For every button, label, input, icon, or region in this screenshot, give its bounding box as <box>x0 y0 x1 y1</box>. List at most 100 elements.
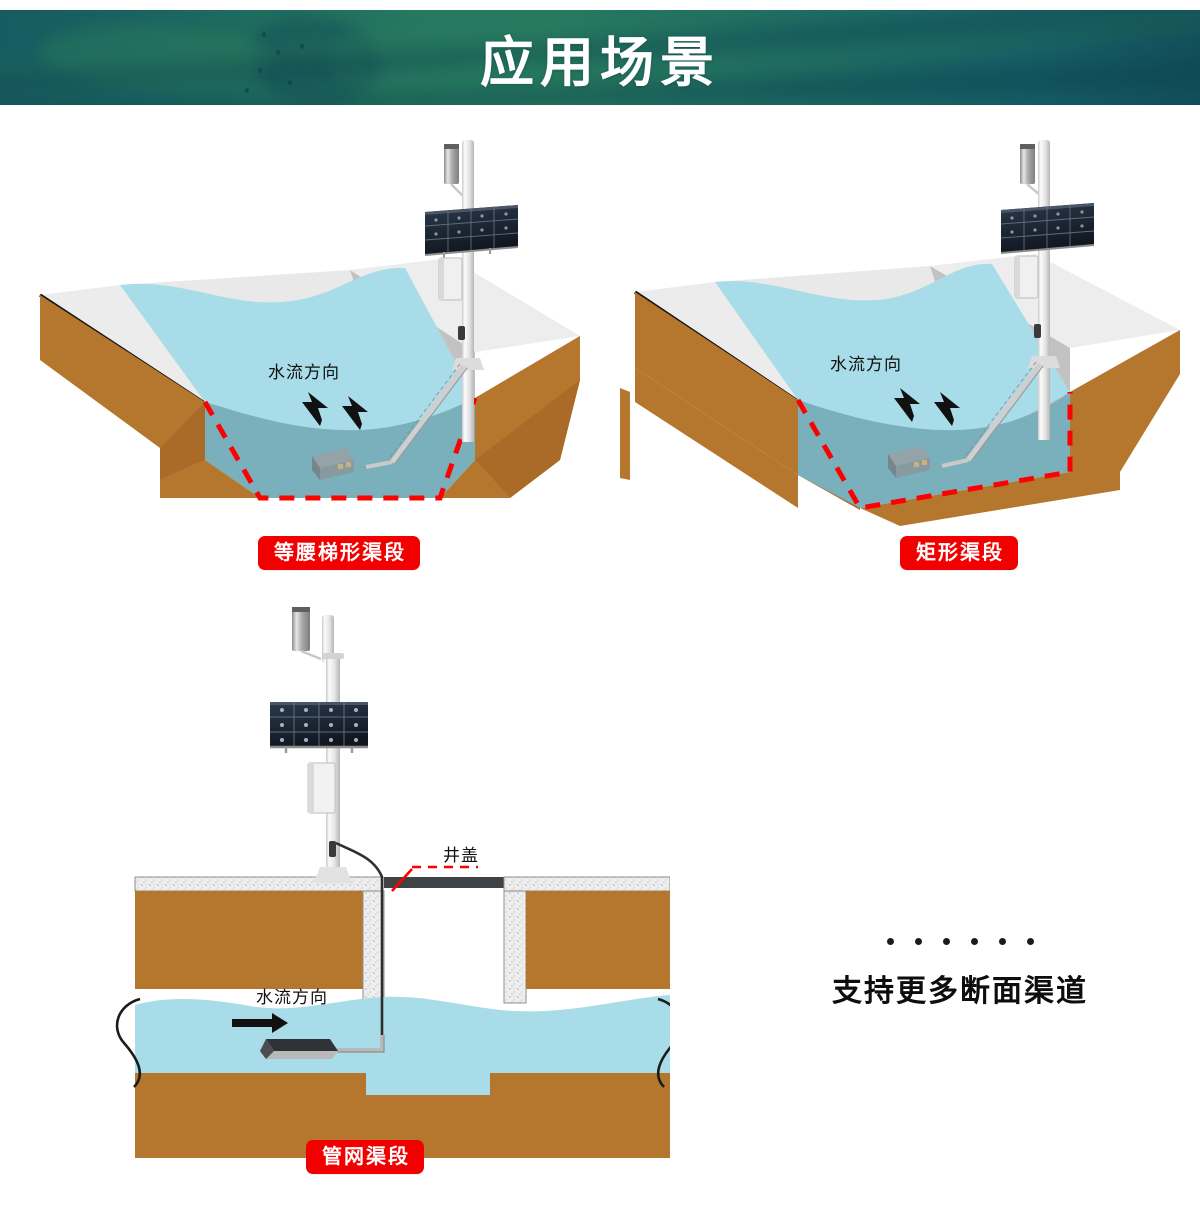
monitoring-station <box>888 140 1095 478</box>
left-earth-block <box>135 891 363 989</box>
antenna-cap <box>292 607 310 612</box>
right-ground-slab <box>503 876 670 892</box>
badge-rectangular-channel: 矩形渠段 <box>900 536 1018 570</box>
dot <box>886 938 894 945</box>
break-curl-left <box>115 997 142 1088</box>
banner-speck <box>288 80 292 85</box>
antenna-cap <box>444 144 459 149</box>
control-box-side <box>308 763 314 813</box>
page-title: 应用场景 <box>480 31 720 94</box>
badge-pipe-network-channel: 管网渠段 <box>306 1140 424 1174</box>
sensor-arm-edge <box>394 367 468 465</box>
right-earth-bottom <box>475 380 580 498</box>
water-surface <box>715 263 1070 454</box>
section-outline-dashed <box>202 397 478 501</box>
pole-main <box>1038 192 1050 440</box>
cover-leader-line <box>391 868 413 892</box>
manhole-cover-label: 井盖 <box>443 846 479 866</box>
cable-clip <box>1034 324 1041 338</box>
antenna-icon <box>292 607 310 651</box>
earth-edge-stub <box>620 388 630 480</box>
antenna-icon <box>1020 144 1035 184</box>
pole-upper <box>462 140 474 198</box>
cable-clip <box>458 326 465 340</box>
more-sections-note: 支持更多断面渠道 <box>770 920 1150 1050</box>
scene-rectangular-channel <box>620 130 1180 580</box>
sensor-arm-foot <box>941 458 969 468</box>
dot <box>942 938 950 945</box>
pole-base <box>452 358 484 370</box>
underwater-sensor <box>312 448 354 480</box>
monitoring-station <box>312 140 519 480</box>
flow-arrow <box>342 396 368 430</box>
pole-main <box>462 192 474 442</box>
flow-direction-label: 水流方向 <box>256 988 328 1008</box>
left-earth-face <box>40 295 205 480</box>
banner-texture-patch <box>330 30 450 100</box>
banner-speck <box>262 32 266 37</box>
pole-collar <box>322 653 344 659</box>
control-box-side <box>1015 256 1020 298</box>
dot <box>998 938 1006 945</box>
banner-texture <box>0 10 1200 105</box>
control-box-side <box>439 258 444 300</box>
cable-clip <box>329 841 336 857</box>
underwater-sensor <box>888 446 930 478</box>
banner-speck <box>276 50 280 55</box>
sensor-cable <box>335 841 384 1035</box>
sensor-arm-guide <box>387 363 461 461</box>
page-banner: 应用场景 <box>0 10 1200 105</box>
ellipsis-dots <box>770 938 1150 945</box>
flow-arrow <box>302 392 328 426</box>
badge-trapezoid-channel: 等腰梯形渠段 <box>258 536 420 570</box>
pole-upper <box>322 615 334 663</box>
solar-panel <box>1000 203 1095 254</box>
left-earth-corner <box>160 402 205 480</box>
more-sections-text: 支持更多断面渠道 <box>832 974 1088 1009</box>
right-earth-front <box>860 472 1120 526</box>
right-earth-block <box>526 891 670 989</box>
bottom-earth-right <box>490 1073 670 1158</box>
flow-arrow <box>894 388 920 422</box>
pole-base <box>1028 356 1060 368</box>
banner-texture-patch <box>40 26 270 88</box>
antenna-icon <box>444 144 459 184</box>
pole-base <box>314 867 352 883</box>
water-surface <box>120 267 475 460</box>
sensor-arm <box>332 1035 384 1052</box>
break-curl-right <box>656 997 670 1088</box>
dot <box>914 938 922 945</box>
banner-texture-patch <box>250 18 380 105</box>
antenna-cap <box>1020 144 1035 149</box>
flow-arrow <box>232 1013 288 1033</box>
trapezoid-channel-illustration <box>39 140 580 501</box>
sensor-arm-foot <box>365 460 393 469</box>
flow-direction-label: 水流方向 <box>268 363 340 383</box>
water-cross-section <box>205 398 475 498</box>
right-earth-wedge <box>440 460 510 498</box>
sensor-arm <box>966 362 1042 462</box>
underwater-sensor <box>260 1039 338 1059</box>
sensor-arm-edge <box>332 1035 385 1053</box>
banner-speck <box>245 88 249 93</box>
water-cross-section <box>798 392 1070 508</box>
sensor-arm-guide <box>963 361 1037 459</box>
monitoring-station <box>260 607 385 1059</box>
banner-speck <box>300 44 304 49</box>
right-manhole-wall <box>503 890 527 1004</box>
left-earth-face <box>635 292 798 475</box>
solar-panel <box>270 702 368 753</box>
antenna-bracket <box>300 649 322 661</box>
sensor-arm-edge <box>970 365 1044 463</box>
solar-panel <box>424 205 519 258</box>
pipe-network-illustration <box>115 607 670 1158</box>
left-earth-wedge <box>160 460 260 498</box>
manhole-cover <box>384 877 504 888</box>
left-earth-lower <box>635 368 798 508</box>
scene-trapezoid-channel <box>20 130 580 580</box>
flow-arrow <box>934 392 960 426</box>
dot <box>1026 938 1034 945</box>
section-outline-dashed <box>795 392 1073 511</box>
scene-pipe-network-channel <box>100 595 670 1195</box>
sensor-arm <box>390 364 466 464</box>
